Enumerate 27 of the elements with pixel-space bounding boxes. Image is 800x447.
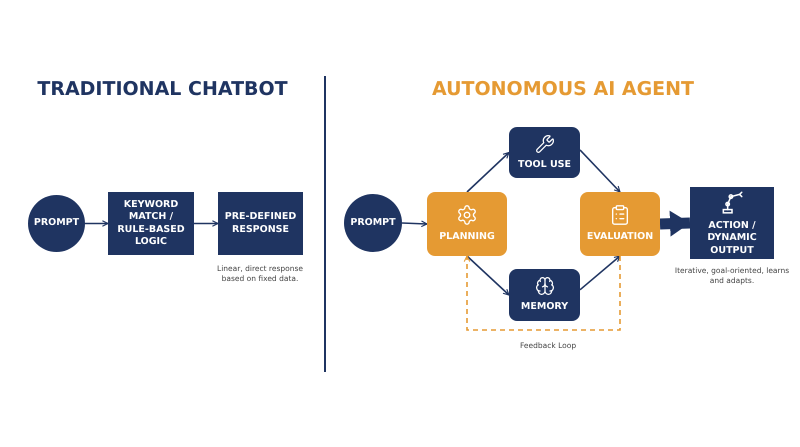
- thick-arrow: [660, 214, 690, 234]
- node-label: KEYWORD MATCH / RULE-BASED LOGIC: [116, 198, 186, 248]
- node-label: PROMPT: [32, 217, 80, 230]
- node-label: EVALUATION: [586, 231, 654, 244]
- arrow: [402, 220, 428, 228]
- node-label: PLANNING: [438, 231, 496, 244]
- node-label: MEMORY: [520, 301, 570, 314]
- section-heading: AUTONOMOUS AI AGENT: [430, 78, 696, 100]
- node-label: ACTION / DYNAMIC OUTPUT: [706, 220, 758, 258]
- arrow: [466, 152, 510, 193]
- process-box: [427, 192, 507, 256]
- process-box: [690, 187, 774, 259]
- node-label: PRE-DEFINED RESPONSE: [224, 211, 298, 236]
- arrow: [85, 220, 109, 227]
- node-label: PROMPT: [349, 216, 397, 230]
- process-box: [580, 192, 660, 256]
- process-box: [509, 127, 580, 178]
- node-label: TOOL USE: [516, 158, 572, 172]
- arrow: [579, 149, 621, 193]
- arrow: [194, 220, 219, 227]
- process-box: [108, 192, 194, 255]
- arrow: [464, 255, 621, 331]
- arrow: [466, 255, 510, 296]
- process-box: [509, 269, 580, 321]
- section-heading: TRADITIONAL CHATBOT: [36, 78, 289, 100]
- process-box: [218, 192, 303, 255]
- arrow: [579, 255, 621, 290]
